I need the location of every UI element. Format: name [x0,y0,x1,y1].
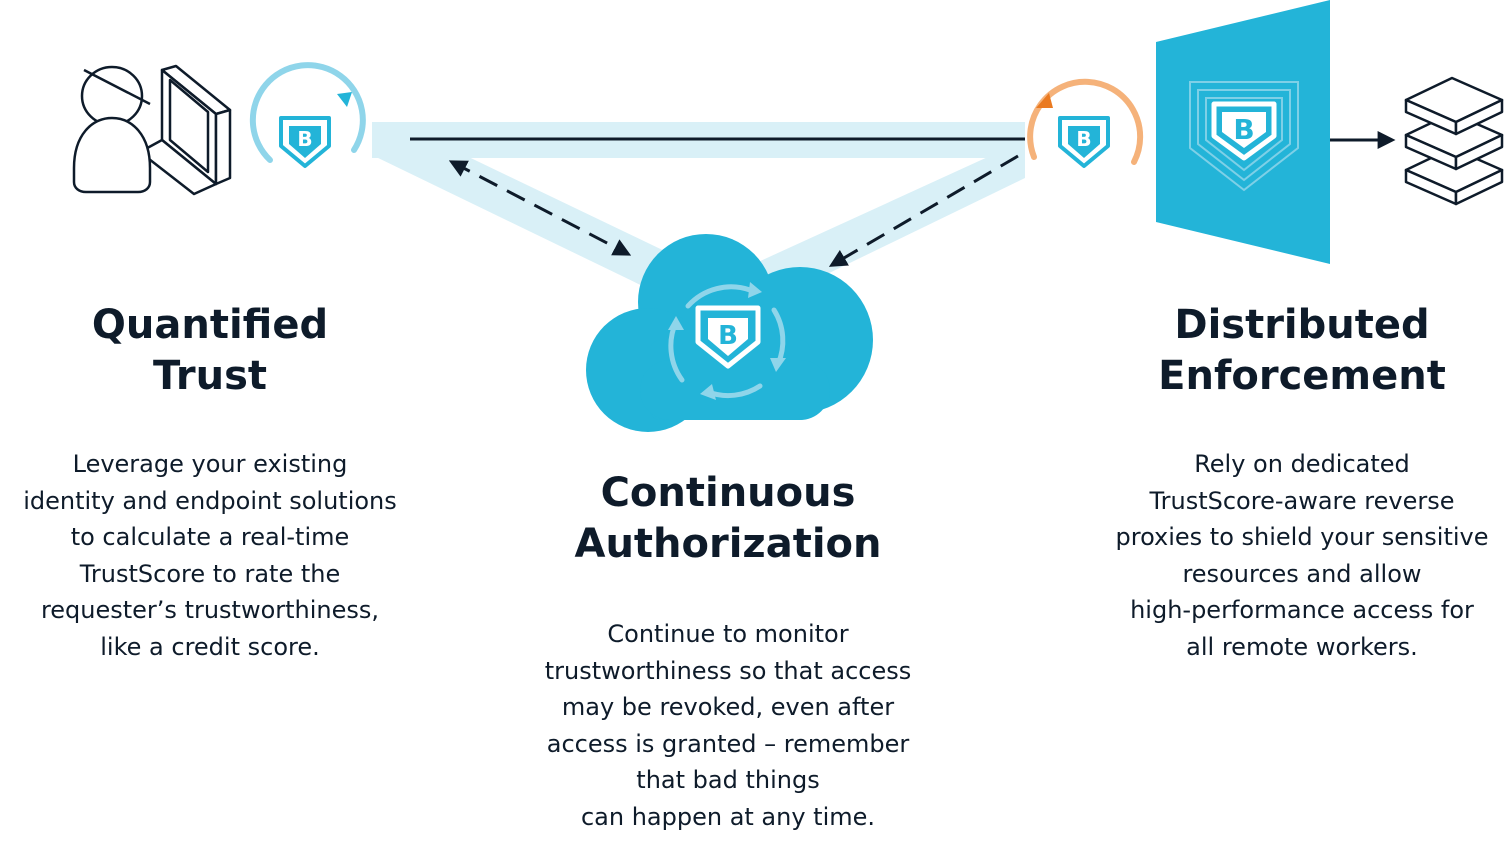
proxy-gateway-icon: B [1156,0,1330,264]
continuous-authorization-section: Continuous Authorization Continue to mon… [518,468,938,836]
quantified-trust-section: Quantified Trust Leverage your existing … [0,300,420,666]
continuous-heading-line2: Authorization [574,521,882,567]
dashed-arrow-right [828,154,1019,267]
distributed-heading-line1: Distributed [1174,302,1430,348]
continuous-heading-line1: Continuous [600,470,856,516]
trustscore-badge-right: B [1027,78,1144,168]
dashed-arrow-left [448,160,632,256]
quantified-heading-line1: Quantified [91,302,329,348]
distributed-heading-line2: Enforcement [1158,353,1446,399]
distributed-description: Rely on dedicated TrustScore-aware rever… [1115,450,1489,661]
distributed-enforcement-section: Distributed Enforcement Rely on dedicate… [1092,300,1511,666]
svg-text:B: B [1233,113,1254,146]
trustscore-shield-icon: B [1058,116,1110,168]
svg-text:B: B [718,321,738,351]
trustscore-badge-left: B [249,62,366,168]
continuous-description: Continue to monitor trustworthiness so t… [544,620,912,831]
cloud-icon: B [586,234,873,432]
svg-text:B: B [1076,127,1091,151]
user-laptop-icon [72,64,232,196]
quantified-description: Leverage your existing identity and endp… [23,450,397,661]
quantified-heading-line2: Trust [152,353,268,399]
trustscore-shield-icon: B [279,116,331,168]
server-stack-icon [1404,76,1504,206]
svg-text:B: B [297,127,312,151]
